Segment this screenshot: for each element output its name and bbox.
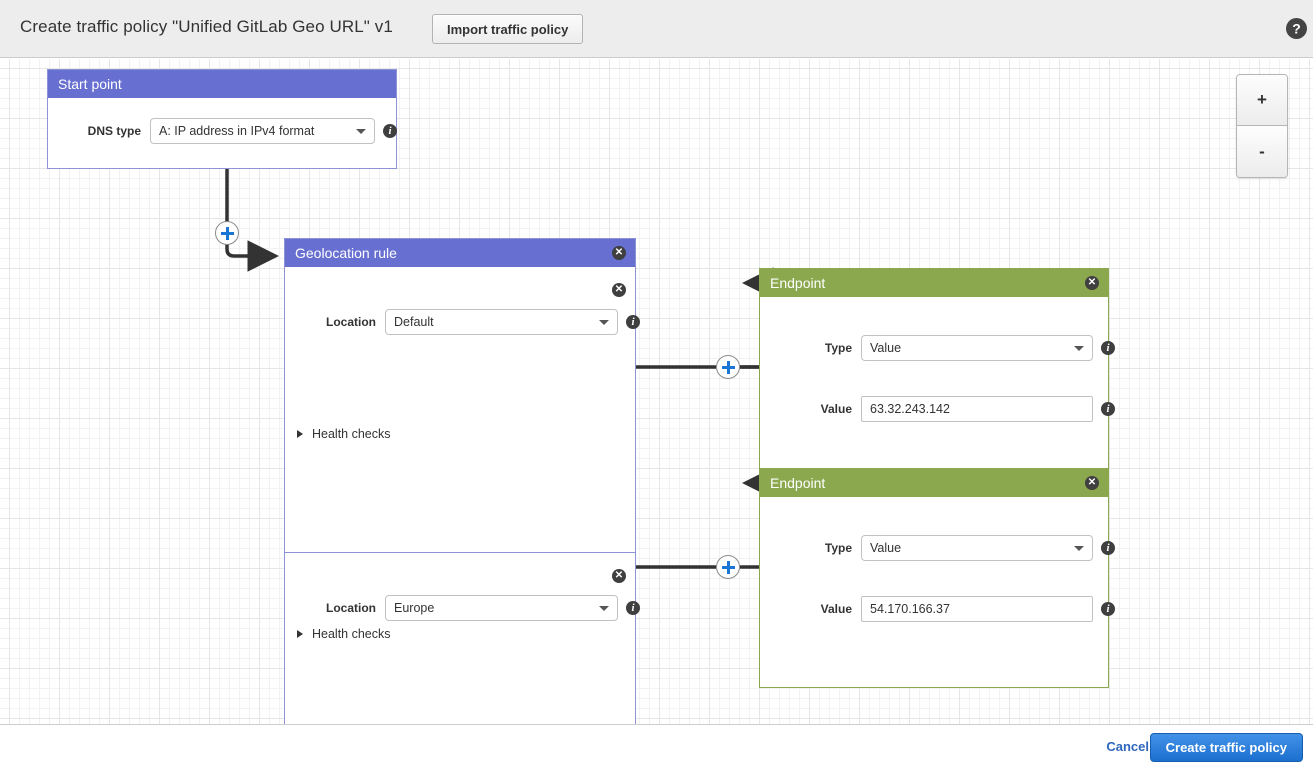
endpoint-2-value-input[interactable]: 54.170.166.37	[861, 596, 1093, 622]
close-icon[interactable]: ✕	[612, 246, 626, 260]
endpoint-2-value-row: Value 54.170.166.37 i	[800, 596, 1115, 622]
endpoint-1-type-label: Type	[824, 341, 852, 355]
zoom-out-button[interactable]: -	[1237, 126, 1287, 177]
chevron-down-icon	[1074, 546, 1084, 551]
add-node-after-start-point[interactable]	[215, 221, 239, 245]
close-icon[interactable]: ✕	[1085, 476, 1099, 490]
location-1-select[interactable]: Default	[385, 309, 618, 335]
health-checks-1-label: Health checks	[312, 427, 391, 441]
endpoint-1-type-select[interactable]: Value	[861, 335, 1093, 361]
geo-location-section-1: ✕ Location Default i Health checks	[285, 267, 640, 488]
geolocation-rule-header: Geolocation rule ✕	[285, 239, 635, 267]
geo-location-section-2: ✕ Location Europe i Health checks	[285, 553, 640, 724]
help-circle-icon[interactable]: ?	[1286, 18, 1307, 39]
location-2-row: Location Europe i	[300, 595, 640, 621]
add-node-before-endpoint-1[interactable]	[716, 355, 740, 379]
dns-type-select[interactable]: A: IP address in IPv4 format	[150, 118, 375, 144]
chevron-right-icon	[297, 430, 303, 438]
import-traffic-policy-button[interactable]: Import traffic policy	[432, 14, 584, 44]
health-checks-2-toggle[interactable]: Health checks	[297, 627, 391, 641]
page-title: Create traffic policy "Unified GitLab Ge…	[20, 17, 393, 36]
start-point-title: Start point	[58, 76, 122, 92]
start-point-body: DNS type A: IP address in IPv4 format i	[48, 98, 397, 168]
endpoint-2-type-info-icon[interactable]: i	[1101, 541, 1115, 555]
geolocation-rule-body: ✕ Location Default i Health checks ✕	[285, 267, 640, 724]
endpoint-1-value-label: Value	[820, 402, 852, 416]
close-icon[interactable]: ✕	[1085, 276, 1099, 290]
endpoint-card-2: Endpoint ✕ Type Value i Value 54.170.166…	[759, 468, 1115, 688]
endpoint-1-value-row: Value 63.32.243.142 i	[800, 396, 1115, 422]
endpoint-1-value-info-icon[interactable]: i	[1101, 402, 1115, 416]
location-2-label: Location	[326, 601, 376, 615]
remove-location-1-icon[interactable]: ✕	[612, 283, 626, 297]
health-checks-1-toggle[interactable]: Health checks	[297, 427, 391, 441]
dns-type-row: DNS type A: IP address in IPv4 format i	[69, 118, 397, 144]
remove-location-2-icon[interactable]: ✕	[612, 569, 626, 583]
health-checks-2-label: Health checks	[312, 627, 391, 641]
endpoint-2-body: Type Value i Value 54.170.166.37 i	[760, 497, 1115, 687]
endpoint-1-body: Type Value i Value 63.32.243.142 i	[760, 297, 1115, 487]
chevron-down-icon	[599, 606, 609, 611]
location-2-select[interactable]: Europe	[385, 595, 618, 621]
geolocation-rule-card: Geolocation rule ✕ ✕ Location Default i …	[284, 238, 640, 724]
chevron-right-icon	[297, 630, 303, 638]
chevron-down-icon	[599, 320, 609, 325]
svg-text:?: ?	[1292, 21, 1301, 37]
endpoint-1-header: Endpoint ✕	[760, 269, 1108, 297]
dns-type-label: DNS type	[87, 124, 141, 138]
canvas-zoom-controls: + -	[1236, 74, 1288, 178]
zoom-in-button[interactable]: +	[1237, 75, 1287, 126]
endpoint-2-header: Endpoint ✕	[760, 469, 1108, 497]
cancel-button[interactable]: Cancel	[1106, 739, 1149, 754]
location-1-info-icon[interactable]: i	[626, 315, 640, 329]
endpoint-2-value-text: 54.170.166.37	[870, 602, 950, 616]
endpoint-1-title: Endpoint	[770, 275, 826, 291]
start-point-header: Start point	[48, 70, 396, 98]
endpoint-card-1: Endpoint ✕ Type Value i Value 63.32.243.…	[759, 268, 1115, 488]
endpoint-1-type-info-icon[interactable]: i	[1101, 341, 1115, 355]
dns-type-value: A: IP address in IPv4 format	[159, 124, 315, 138]
geolocation-rule-title: Geolocation rule	[295, 245, 397, 261]
location-2-info-icon[interactable]: i	[626, 601, 640, 615]
dns-type-info-icon[interactable]: i	[383, 124, 397, 138]
page-header: Create traffic policy "Unified GitLab Ge…	[0, 0, 1313, 58]
location-divider	[285, 552, 635, 553]
add-node-before-endpoint-2[interactable]	[716, 555, 740, 579]
endpoint-2-value-label: Value	[820, 602, 852, 616]
page-footer: Cancel Create traffic policy	[0, 724, 1313, 770]
location-1-label: Location	[326, 315, 376, 329]
endpoint-2-type-label: Type	[824, 541, 852, 555]
endpoint-2-value-info-icon[interactable]: i	[1101, 602, 1115, 616]
policy-canvas[interactable]: Start point DNS type A: IP address in IP…	[0, 59, 1313, 724]
endpoint-1-value-text: 63.32.243.142	[870, 402, 950, 416]
endpoint-2-title: Endpoint	[770, 475, 826, 491]
start-point-card: Start point DNS type A: IP address in IP…	[47, 69, 397, 169]
location-1-row: Location Default i	[300, 309, 640, 335]
chevron-down-icon	[1074, 346, 1084, 351]
create-traffic-policy-button[interactable]: Create traffic policy	[1149, 733, 1303, 762]
endpoint-2-type-select[interactable]: Value	[861, 535, 1093, 561]
endpoint-2-type-value: Value	[870, 541, 902, 555]
chevron-down-icon	[356, 129, 366, 134]
endpoint-2-type-row: Type Value i	[800, 535, 1115, 561]
location-2-value: Europe	[394, 601, 435, 615]
location-1-value: Default	[394, 315, 434, 329]
endpoint-1-type-value: Value	[870, 341, 902, 355]
endpoint-1-value-input[interactable]: 63.32.243.142	[861, 396, 1093, 422]
endpoint-1-type-row: Type Value i	[800, 335, 1115, 361]
